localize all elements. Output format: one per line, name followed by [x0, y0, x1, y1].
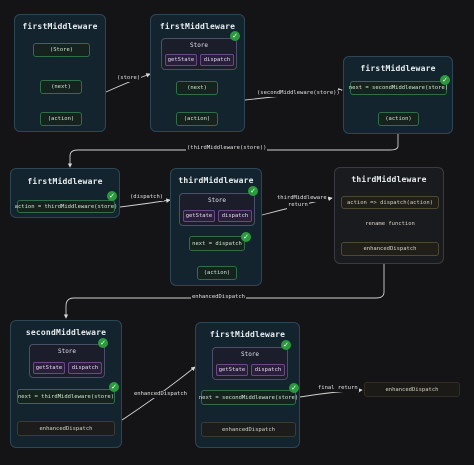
- panel-first-middleware-4: firstMiddleware action = thirdMiddleware…: [10, 168, 120, 218]
- edge-dispatch: [119, 198, 171, 208]
- check-icon: ✓: [440, 75, 450, 85]
- panel-third-middleware-2: thirdMiddleware action => dispatch(actio…: [334, 167, 444, 264]
- getstate-pill[interactable]: getState: [33, 362, 65, 374]
- check-icon: ✓: [107, 191, 117, 201]
- node-next-third[interactable]: next = thirdMiddleware(store): [17, 389, 115, 404]
- edge-label-third-return-1: thirdMiddleware: [276, 195, 328, 202]
- store-box: Store getState dispatch ✓: [29, 338, 108, 378]
- check-icon: ✓: [98, 338, 108, 348]
- check-icon: ✓: [248, 186, 258, 196]
- store-label: Store: [189, 42, 209, 49]
- node-action[interactable]: (action): [176, 112, 218, 126]
- panel-title: firstMiddleware: [159, 22, 236, 31]
- edge-label-dispatch: (dispatch): [129, 194, 165, 201]
- node-action[interactable]: (action): [378, 112, 419, 126]
- panel-title: firstMiddleware: [209, 330, 286, 339]
- node-next-dispatch[interactable]: next = dispatch: [189, 236, 245, 251]
- edge-label-third-store: (thirdMiddleware(store)): [186, 145, 268, 152]
- getstate-pill[interactable]: getState: [165, 54, 197, 66]
- node-final-enhanced-dispatch[interactable]: enhancedDispatch: [364, 382, 460, 397]
- edge-label-enhanced-1: enhancedDispatch: [191, 294, 246, 301]
- node-action-dispatch[interactable]: action => dispatch(action): [341, 196, 439, 209]
- node-enhanced-dispatch[interactable]: enhancedDispatch: [17, 421, 115, 436]
- panel-title: thirdMiddleware: [351, 175, 427, 184]
- panel-first-middleware-1: firstMiddleware (Store) (next) (action): [14, 14, 106, 132]
- dispatch-pill[interactable]: dispatch: [200, 54, 234, 66]
- panel-first-middleware-5: firstMiddleware Store getState dispatch …: [195, 322, 300, 448]
- panel-title: firstMiddleware: [360, 64, 436, 73]
- node-action[interactable]: (action): [40, 112, 82, 126]
- node-next[interactable]: (next): [40, 80, 82, 94]
- dispatch-pill[interactable]: dispatch: [68, 362, 102, 374]
- panel-title: firstMiddleware: [27, 177, 103, 186]
- check-icon: ✓: [230, 31, 240, 41]
- panel-second-middleware: secondMiddleware Store getState dispatch…: [10, 320, 122, 448]
- panel-first-middleware-2: firstMiddleware Store getState dispatch …: [150, 14, 245, 132]
- getstate-pill[interactable]: getState: [216, 364, 248, 376]
- node-next-second[interactable]: next = secondMiddleware(store): [349, 81, 448, 95]
- edge-label-store: (store): [116, 75, 142, 82]
- node-action-third[interactable]: action = thirdMiddleware(store): [15, 200, 117, 213]
- edge-label-enhanced-2: enhancedDispatch: [133, 391, 188, 398]
- check-icon: ✓: [241, 232, 251, 242]
- panel-title: secondMiddleware: [25, 328, 107, 337]
- panel-third-middleware-1: thirdMiddleware Store getState dispatch …: [170, 168, 262, 286]
- panel-title: thirdMiddleware: [178, 176, 254, 185]
- edge-label-third-return-2: return: [287, 202, 309, 209]
- store-label: Store: [57, 348, 77, 355]
- edge-label-final-return: final return: [317, 385, 359, 392]
- store-label: Store: [207, 197, 227, 204]
- check-icon: ✓: [109, 382, 119, 392]
- check-icon: ✓: [281, 340, 291, 350]
- store-box: Store getState dispatch ✓: [212, 340, 291, 380]
- dispatch-pill[interactable]: dispatch: [251, 364, 285, 376]
- node-next[interactable]: (next): [176, 81, 218, 95]
- node-rename-function[interactable]: rename function: [365, 221, 415, 227]
- panel-title: firstMiddleware: [22, 22, 98, 31]
- getstate-pill[interactable]: getState: [183, 210, 215, 222]
- node-action[interactable]: (action): [197, 266, 237, 280]
- store-box: Store getState dispatch ✓: [161, 31, 240, 70]
- node-enhanced-dispatch[interactable]: enhancedDispatch: [341, 242, 439, 256]
- edge-store: [105, 73, 151, 93]
- node-next-second[interactable]: next = secondMiddleware(store): [199, 390, 298, 405]
- check-icon: ✓: [289, 383, 299, 393]
- node-enhanced-dispatch[interactable]: enhancedDispatch: [201, 422, 296, 437]
- dispatch-pill[interactable]: dispatch: [218, 210, 252, 222]
- store-label: Store: [240, 351, 260, 358]
- node-store[interactable]: (Store): [33, 43, 90, 57]
- edge-label-second-store: (secondMiddleware(store)): [256, 90, 341, 97]
- panel-first-middleware-3: firstMiddleware next = secondMiddleware(…: [343, 56, 453, 134]
- store-box: Store getState dispatch ✓: [179, 186, 258, 226]
